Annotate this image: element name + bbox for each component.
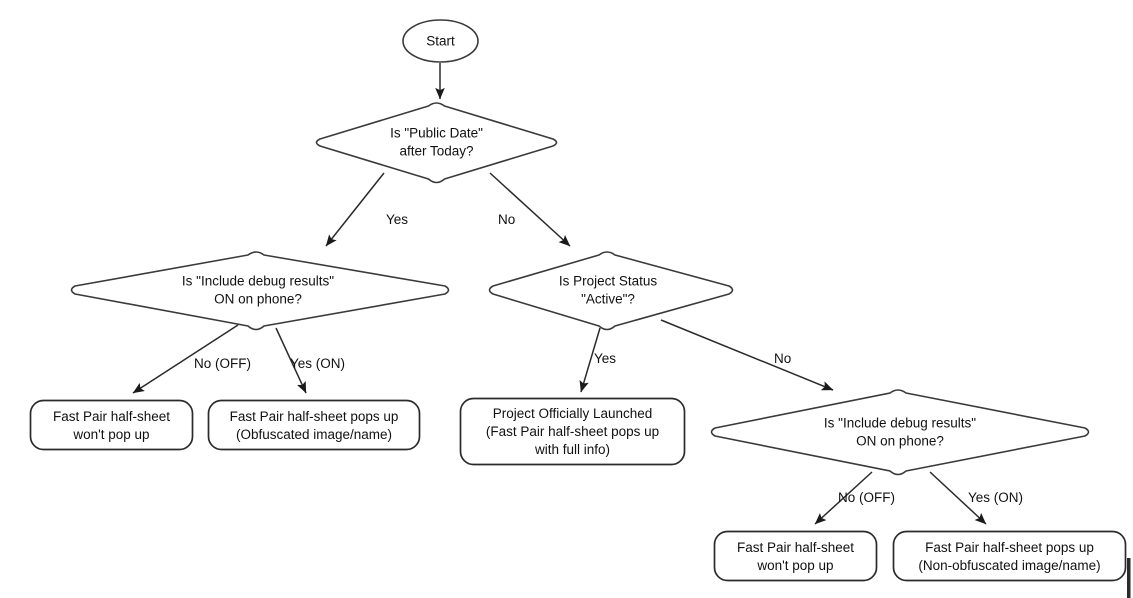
node-decision-debug-left-line2: ON on phone?: [214, 292, 302, 307]
node-decision-debug-right-line1: Is "Include debug results": [824, 416, 976, 431]
node-decision-public-date[interactable]: Is "Public Date" after Today?: [315, 102, 558, 184]
edge-debug-right-yes: [929, 471, 987, 525]
edge-project-status-no: [660, 319, 834, 391]
node-decision-public-date-line1: Is "Public Date": [390, 126, 483, 141]
node-terminal-left-yes-line2: (Obfuscated image/name): [236, 427, 392, 442]
edge-label-public-date-no-text: No: [498, 212, 515, 227]
edge-debug-left-yes: [275, 327, 307, 394]
edge-label-project-status-yes-text: Yes: [594, 351, 616, 366]
edge-label-public-date-yes-text: Yes: [386, 212, 408, 227]
edge-label-project-status-no-text: No: [774, 351, 791, 366]
node-terminal-launched-line1: Project Officially Launched: [493, 406, 653, 421]
edge-label-debug-right-no-text: No (OFF): [838, 490, 895, 505]
node-terminal-launched[interactable]: Project Officially Launched (Fast Pair h…: [459, 397, 686, 466]
edge-project-status-yes: [579, 327, 601, 393]
edge-label-debug-left-no-text: No (OFF): [194, 356, 251, 371]
node-terminal-right-no-line1: Fast Pair half-sheet: [737, 540, 854, 555]
node-terminal-left-no[interactable]: Fast Pair half-sheet won't pop up: [29, 399, 194, 451]
node-terminal-left-yes[interactable]: Fast Pair half-sheet pops up (Obfuscated…: [207, 399, 421, 451]
edge-label-debug-right-yes-text: Yes (ON): [968, 490, 1023, 505]
edge-label-debug-left-yes-text: Yes (ON): [290, 356, 345, 371]
node-terminal-launched-line3: with full info): [534, 442, 610, 457]
node-decision-project-status-line2: "Active"?: [581, 292, 635, 307]
node-terminal-launched-line2: (Fast Pair half-sheet pops up: [486, 424, 659, 439]
node-start-label: Start: [426, 34, 455, 49]
node-decision-project-status-line1: Is Project Status: [559, 274, 658, 289]
node-decision-debug-right-line2: ON on phone?: [856, 434, 944, 449]
node-decision-public-date-line2: after Today?: [399, 144, 473, 159]
edge-public-date-yes: Yes: [325, 172, 385, 247]
edge-debug-right-no: [814, 471, 873, 525]
node-start[interactable]: Start: [402, 19, 479, 63]
edge-public-date-no: [489, 172, 571, 247]
node-decision-debug-right[interactable]: Is "Include debug results" ON on phone?: [710, 389, 1090, 476]
node-decision-debug-left[interactable]: Is "Include debug results" ON on phone?: [70, 251, 450, 331]
node-terminal-right-yes[interactable]: Fast Pair half-sheet pops up (Non-obfusc…: [892, 530, 1127, 582]
edge-debug-left-no: [132, 324, 239, 394]
node-terminal-right-no-line2: won't pop up: [756, 558, 833, 573]
node-terminal-right-yes-line2: (Non-obfuscated image/name): [918, 558, 1100, 573]
node-terminal-left-yes-line1: Fast Pair half-sheet pops up: [230, 409, 399, 424]
node-decision-project-status[interactable]: Is Project Status "Active"?: [488, 251, 734, 331]
node-decision-debug-left-line1: Is "Include debug results": [182, 274, 334, 289]
node-terminal-left-no-line1: Fast Pair half-sheet: [53, 409, 170, 424]
page-edge-artifact: [1127, 558, 1131, 598]
node-terminal-right-yes-line1: Fast Pair half-sheet pops up: [925, 540, 1094, 555]
node-terminal-left-no-line2: won't pop up: [72, 427, 149, 442]
node-terminal-right-no[interactable]: Fast Pair half-sheet won't pop up: [713, 530, 878, 582]
